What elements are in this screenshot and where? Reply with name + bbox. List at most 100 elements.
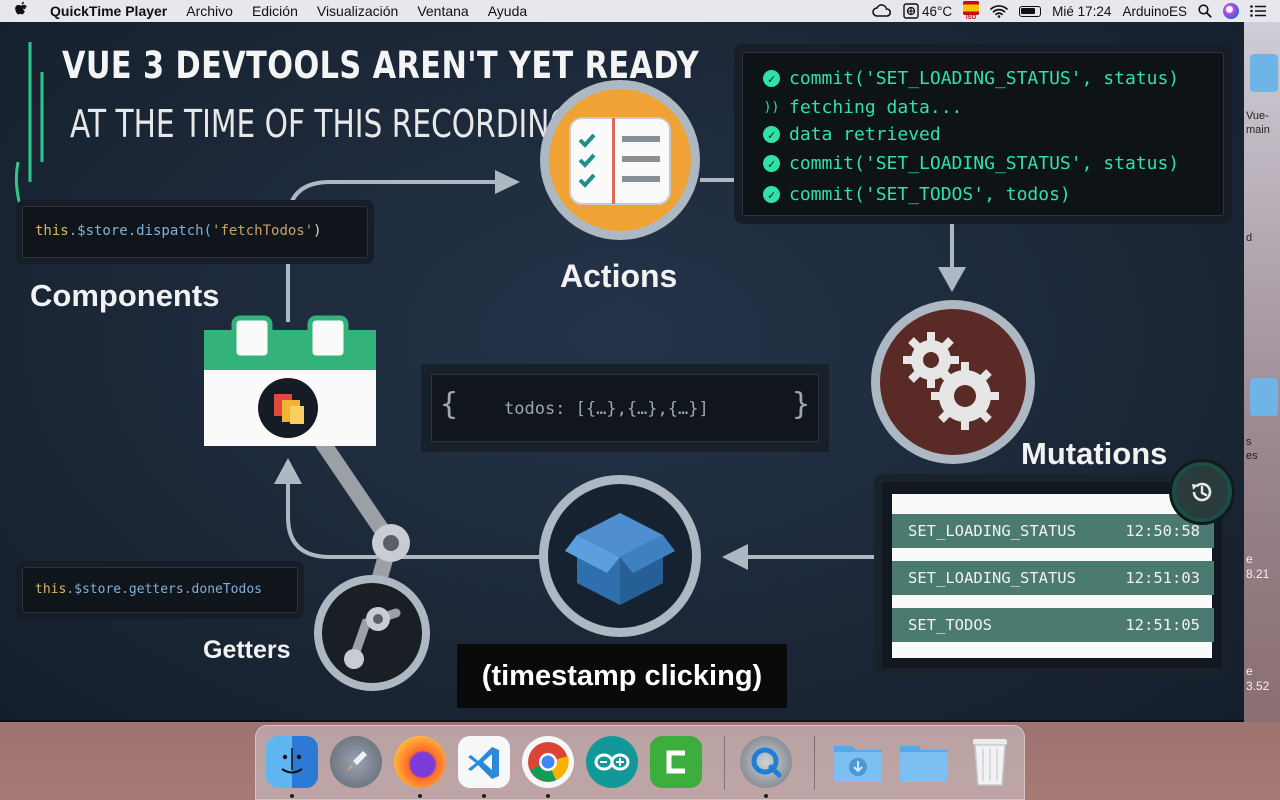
console-line: ✓ data retrieved (763, 121, 1223, 148)
mutation-timestamp[interactable]: 12:50:58 (1125, 522, 1200, 540)
downloads-folder-icon[interactable] (832, 736, 884, 788)
mutations-timeline-panel: SET_LOADING_STATUS 12:50:58 SET_LOADING_… (882, 482, 1222, 668)
desktop-label: main (1246, 124, 1270, 136)
actions-label: Actions (560, 258, 678, 294)
running-indicator (418, 794, 422, 798)
creative-cloud-icon[interactable] (872, 4, 892, 18)
finder-icon[interactable] (266, 736, 318, 788)
desktop-folder-icon[interactable] (1250, 54, 1278, 92)
getters-robot-arm-icon (314, 575, 430, 691)
mutation-name: SET_LOADING_STATUS (908, 569, 1076, 587)
getters-label: Getters (203, 636, 291, 664)
state-text: todos: [{…},{…},{…}] (504, 399, 709, 419)
input-source-flag-icon[interactable]: ISO (963, 1, 980, 21)
temperature-readout[interactable]: 46°C (921, 3, 953, 19)
desktop-label: e (1246, 664, 1253, 678)
neon-light-decoration (14, 42, 44, 228)
running-indicator (546, 794, 550, 798)
mutation-name: SET_LOADING_STATUS (908, 522, 1076, 540)
console-text: commit('SET_LOADING_STATUS', status) (789, 68, 1180, 89)
menu-bar: QuickTime Player Archivo Edición Visuali… (0, 0, 1280, 22)
mutations-list: SET_LOADING_STATUS 12:50:58 SET_LOADING_… (892, 494, 1214, 658)
trash-icon[interactable] (964, 736, 1016, 788)
desktop-label: es (1246, 450, 1258, 462)
desktop-label: e (1246, 552, 1253, 566)
wifi-icon[interactable] (990, 4, 1009, 18)
check-circle-icon: ✓ (763, 126, 780, 143)
mutations-gears-icon (871, 300, 1035, 464)
apple-icon[interactable] (14, 1, 44, 21)
app-menu[interactable]: QuickTime Player (50, 3, 168, 19)
video-caption: (timestamp clicking) (457, 644, 787, 708)
mutation-row[interactable]: SET_LOADING_STATUS 12:50:58 (892, 514, 1214, 548)
console-text: fetching data... (789, 97, 963, 118)
video-title: VUE 3 DEVTOOLS AREN'T YET READY (62, 44, 700, 87)
siri-icon[interactable] (1223, 3, 1239, 19)
arm-joint-icon (372, 524, 410, 562)
components-blocks-icon (204, 315, 376, 446)
code-call: .$store.getters.doneTodos (66, 582, 262, 597)
desktop-label: 8.21 (1246, 567, 1270, 581)
check-circle-icon: ✓ (763, 155, 780, 172)
input-source-label: ISO (965, 15, 977, 21)
chrome-icon[interactable] (522, 736, 574, 788)
state-close-brace: } (791, 387, 810, 422)
quicktime-icon[interactable] (740, 736, 792, 788)
menu-edicion[interactable]: Edición (251, 3, 298, 19)
mutation-row[interactable]: SET_LOADING_STATUS 12:51:03 (892, 561, 1214, 595)
mutations-label: Mutations (1021, 436, 1168, 471)
code-keyword: this (35, 223, 69, 239)
state-open-brace: { (440, 387, 459, 422)
desktop-folder-icon[interactable] (1250, 378, 1278, 416)
mutation-name: SET_TODOS (908, 616, 992, 634)
dock-separator (724, 736, 725, 790)
clock[interactable]: Mié 17:24 (1052, 3, 1112, 19)
user-name[interactable]: ArduinoES (1122, 3, 1187, 19)
battery-icon[interactable] (1019, 5, 1042, 17)
desktop-label: s (1246, 436, 1252, 448)
check-circle-icon: ✓ (763, 70, 780, 87)
console-line: ✓ commit('SET_LOADING_STATUS', status) (763, 148, 1223, 179)
components-label: Components (30, 278, 220, 313)
camtasia-icon[interactable] (650, 736, 702, 788)
temperature-fan-icon[interactable] (903, 3, 919, 19)
quicktime-video-frame[interactable]: VUE 3 DEVTOOLS AREN'T YET READY AT THE T… (0, 22, 1244, 722)
menu-ayuda[interactable]: Ayuda (487, 3, 528, 19)
code-string: 'fetchTodos' (212, 223, 314, 239)
vscode-icon[interactable] (458, 736, 510, 788)
mutation-row[interactable]: SET_TODOS 12:51:05 (892, 608, 1214, 642)
console-line: ✓ commit('SET_LOADING_STATUS', status) (763, 63, 1223, 94)
running-indicator (764, 794, 768, 798)
menu-visualizacion[interactable]: Visualización (316, 3, 399, 19)
code-call: .$store.dispatch( (68, 223, 213, 239)
video-subtitle: AT THE TIME OF THIS RECORDING (70, 102, 573, 146)
desktop-label: Vue- (1246, 110, 1269, 122)
console-line: ))fetching data... (763, 94, 1223, 121)
check-circle-icon: ✓ (763, 186, 780, 203)
console-text: commit('SET_LOADING_STATUS', status) (789, 153, 1180, 174)
store-box-icon (539, 475, 701, 637)
time-travel-history-icon[interactable] (1172, 462, 1232, 522)
console-line: ✓commit('SET_TODOS', todos) (763, 179, 1223, 210)
menu-archivo[interactable]: Archivo (186, 3, 233, 19)
desktop-label: d (1246, 232, 1253, 244)
console-text: data retrieved (789, 124, 941, 145)
menu-ventana[interactable]: Ventana (417, 3, 469, 19)
spotlight-search-icon[interactable] (1198, 4, 1212, 18)
folder-icon[interactable] (898, 736, 950, 788)
code-paren: ) (313, 223, 322, 239)
code-keyword: this (35, 582, 67, 597)
dock-separator (814, 736, 815, 790)
dispatch-code-snippet: this.$store.dispatch('fetchTodos') (22, 206, 368, 258)
dock (255, 725, 1025, 800)
arduino-icon[interactable] (586, 736, 638, 788)
mutation-timestamp[interactable]: 12:51:03 (1125, 569, 1200, 587)
launchpad-icon[interactable] (330, 736, 382, 788)
firefox-icon[interactable] (394, 736, 446, 788)
devtools-console-log: ✓ commit('SET_LOADING_STATUS', status) ))… (742, 52, 1224, 216)
state-object-display: { todos: [{…},{…},{…}] } (431, 374, 819, 442)
actions-clipboard-icon (540, 80, 700, 240)
mutation-timestamp[interactable]: 12:51:05 (1125, 616, 1200, 634)
status-area: 46°C ISO Mié 17:24 ArduinoES (872, 0, 1266, 22)
notification-center-icon[interactable] (1250, 5, 1266, 17)
